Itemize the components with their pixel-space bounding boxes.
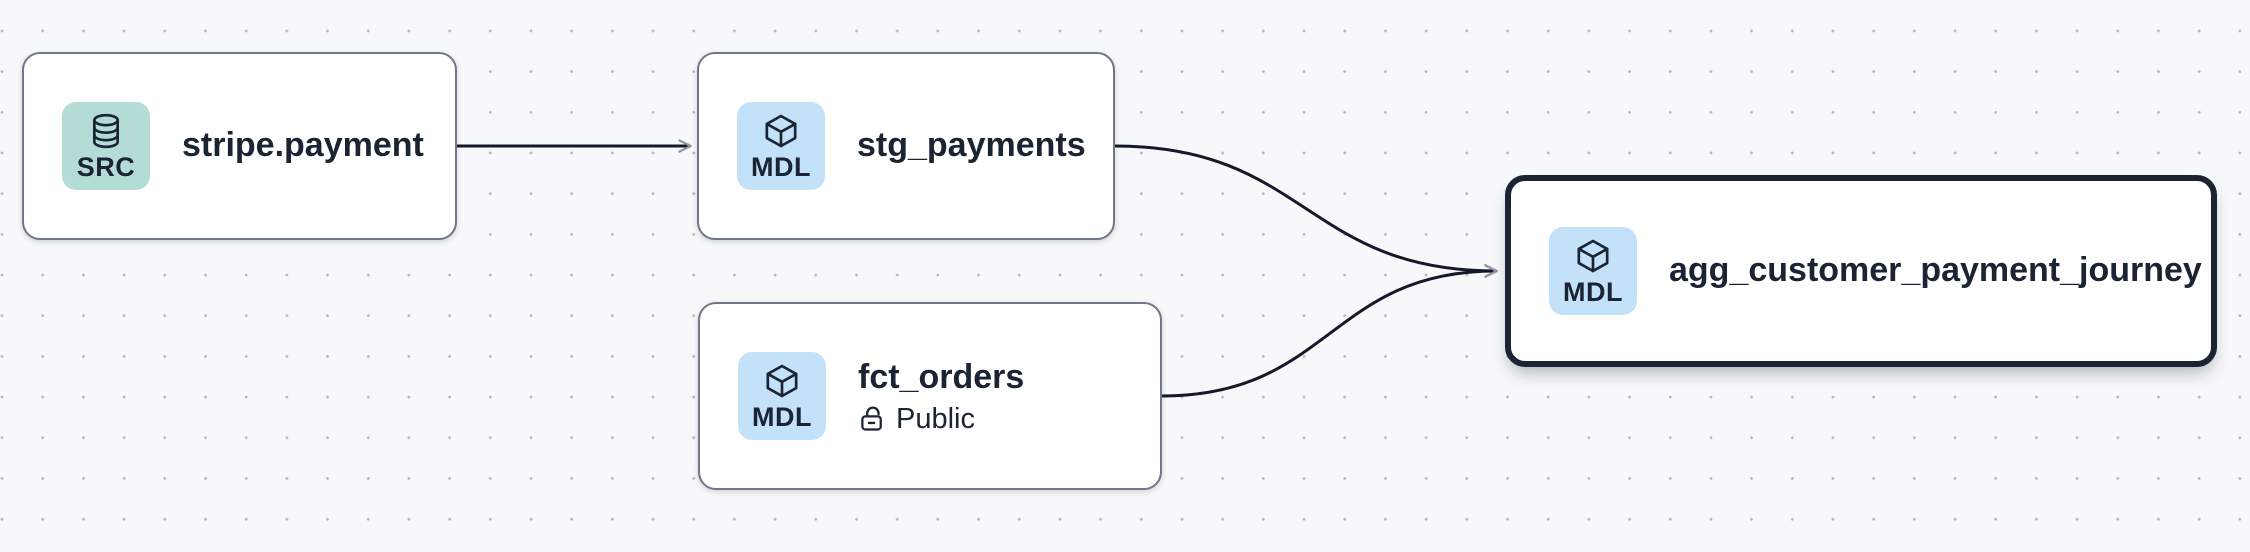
node-label: stripe.payment (182, 126, 424, 165)
node-fct-orders[interactable]: MDL fct_orders Public (698, 302, 1162, 490)
edge-fct-orders-to-agg-customer-payment-journey[interactable] (1161, 264, 1498, 398)
badge-label: SRC (76, 152, 136, 182)
database-icon (93, 113, 119, 149)
edge-stg-payments-to-agg-customer-payment-journey[interactable] (1114, 144, 1498, 278)
badge-label: MDL (752, 402, 812, 432)
node-label: stg_payments (857, 126, 1086, 165)
lock-open-icon (861, 406, 882, 431)
node-text: stripe.payment (182, 126, 424, 165)
cube-icon (766, 364, 798, 398)
cube-icon (1577, 239, 1609, 273)
model-type-badge: MDL (737, 102, 825, 190)
node-label: agg_customer_payment_journey (1669, 251, 2202, 290)
access-row: Public (858, 402, 1024, 435)
source-type-badge: SRC (62, 102, 150, 190)
cube-icon (765, 114, 797, 148)
model-type-badge: MDL (738, 352, 826, 440)
access-label: Public (896, 402, 975, 435)
node-stripe-payment[interactable]: SRC stripe.payment (22, 52, 457, 240)
node-label: fct_orders (858, 358, 1025, 397)
node-text: stg_payments (857, 126, 1086, 165)
node-text: fct_orders Public (858, 358, 1024, 433)
model-type-badge: MDL (1549, 227, 1637, 315)
node-stg-payments[interactable]: MDL stg_payments (697, 52, 1115, 240)
node-text: agg_customer_payment_journey (1669, 251, 2202, 290)
node-agg-customer-payment-journey[interactable]: MDL agg_customer_payment_journey (1505, 175, 2217, 367)
badge-label: MDL (1563, 277, 1623, 307)
badge-label: MDL (751, 152, 811, 182)
